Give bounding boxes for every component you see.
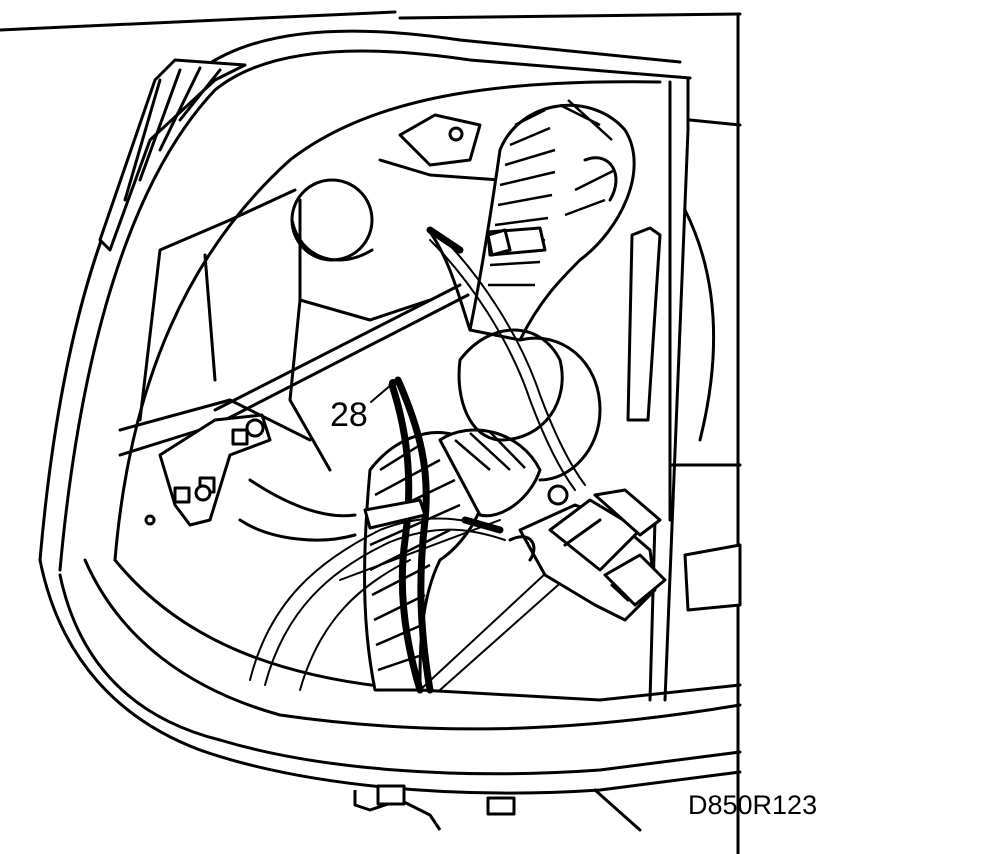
bottom-mounting-tabs xyxy=(353,784,642,832)
housing-outer-shell xyxy=(0,10,742,854)
bulb-socket xyxy=(290,178,374,262)
callout-28-leader xyxy=(370,379,397,403)
left-mounting-bracket xyxy=(144,413,272,527)
housing-body xyxy=(238,198,602,542)
electrical-connector xyxy=(508,488,667,622)
upper-bracket xyxy=(378,113,502,182)
vent-grille xyxy=(98,58,247,252)
right-panel xyxy=(626,118,742,702)
cable-ties xyxy=(363,228,569,530)
figure-id-label: D850R123 xyxy=(688,790,818,820)
corrugated-loom-lower xyxy=(363,428,542,692)
harness-wire-28 xyxy=(388,226,504,694)
diagonal-rod xyxy=(213,283,470,422)
callout-label-28: 28 xyxy=(330,396,368,434)
